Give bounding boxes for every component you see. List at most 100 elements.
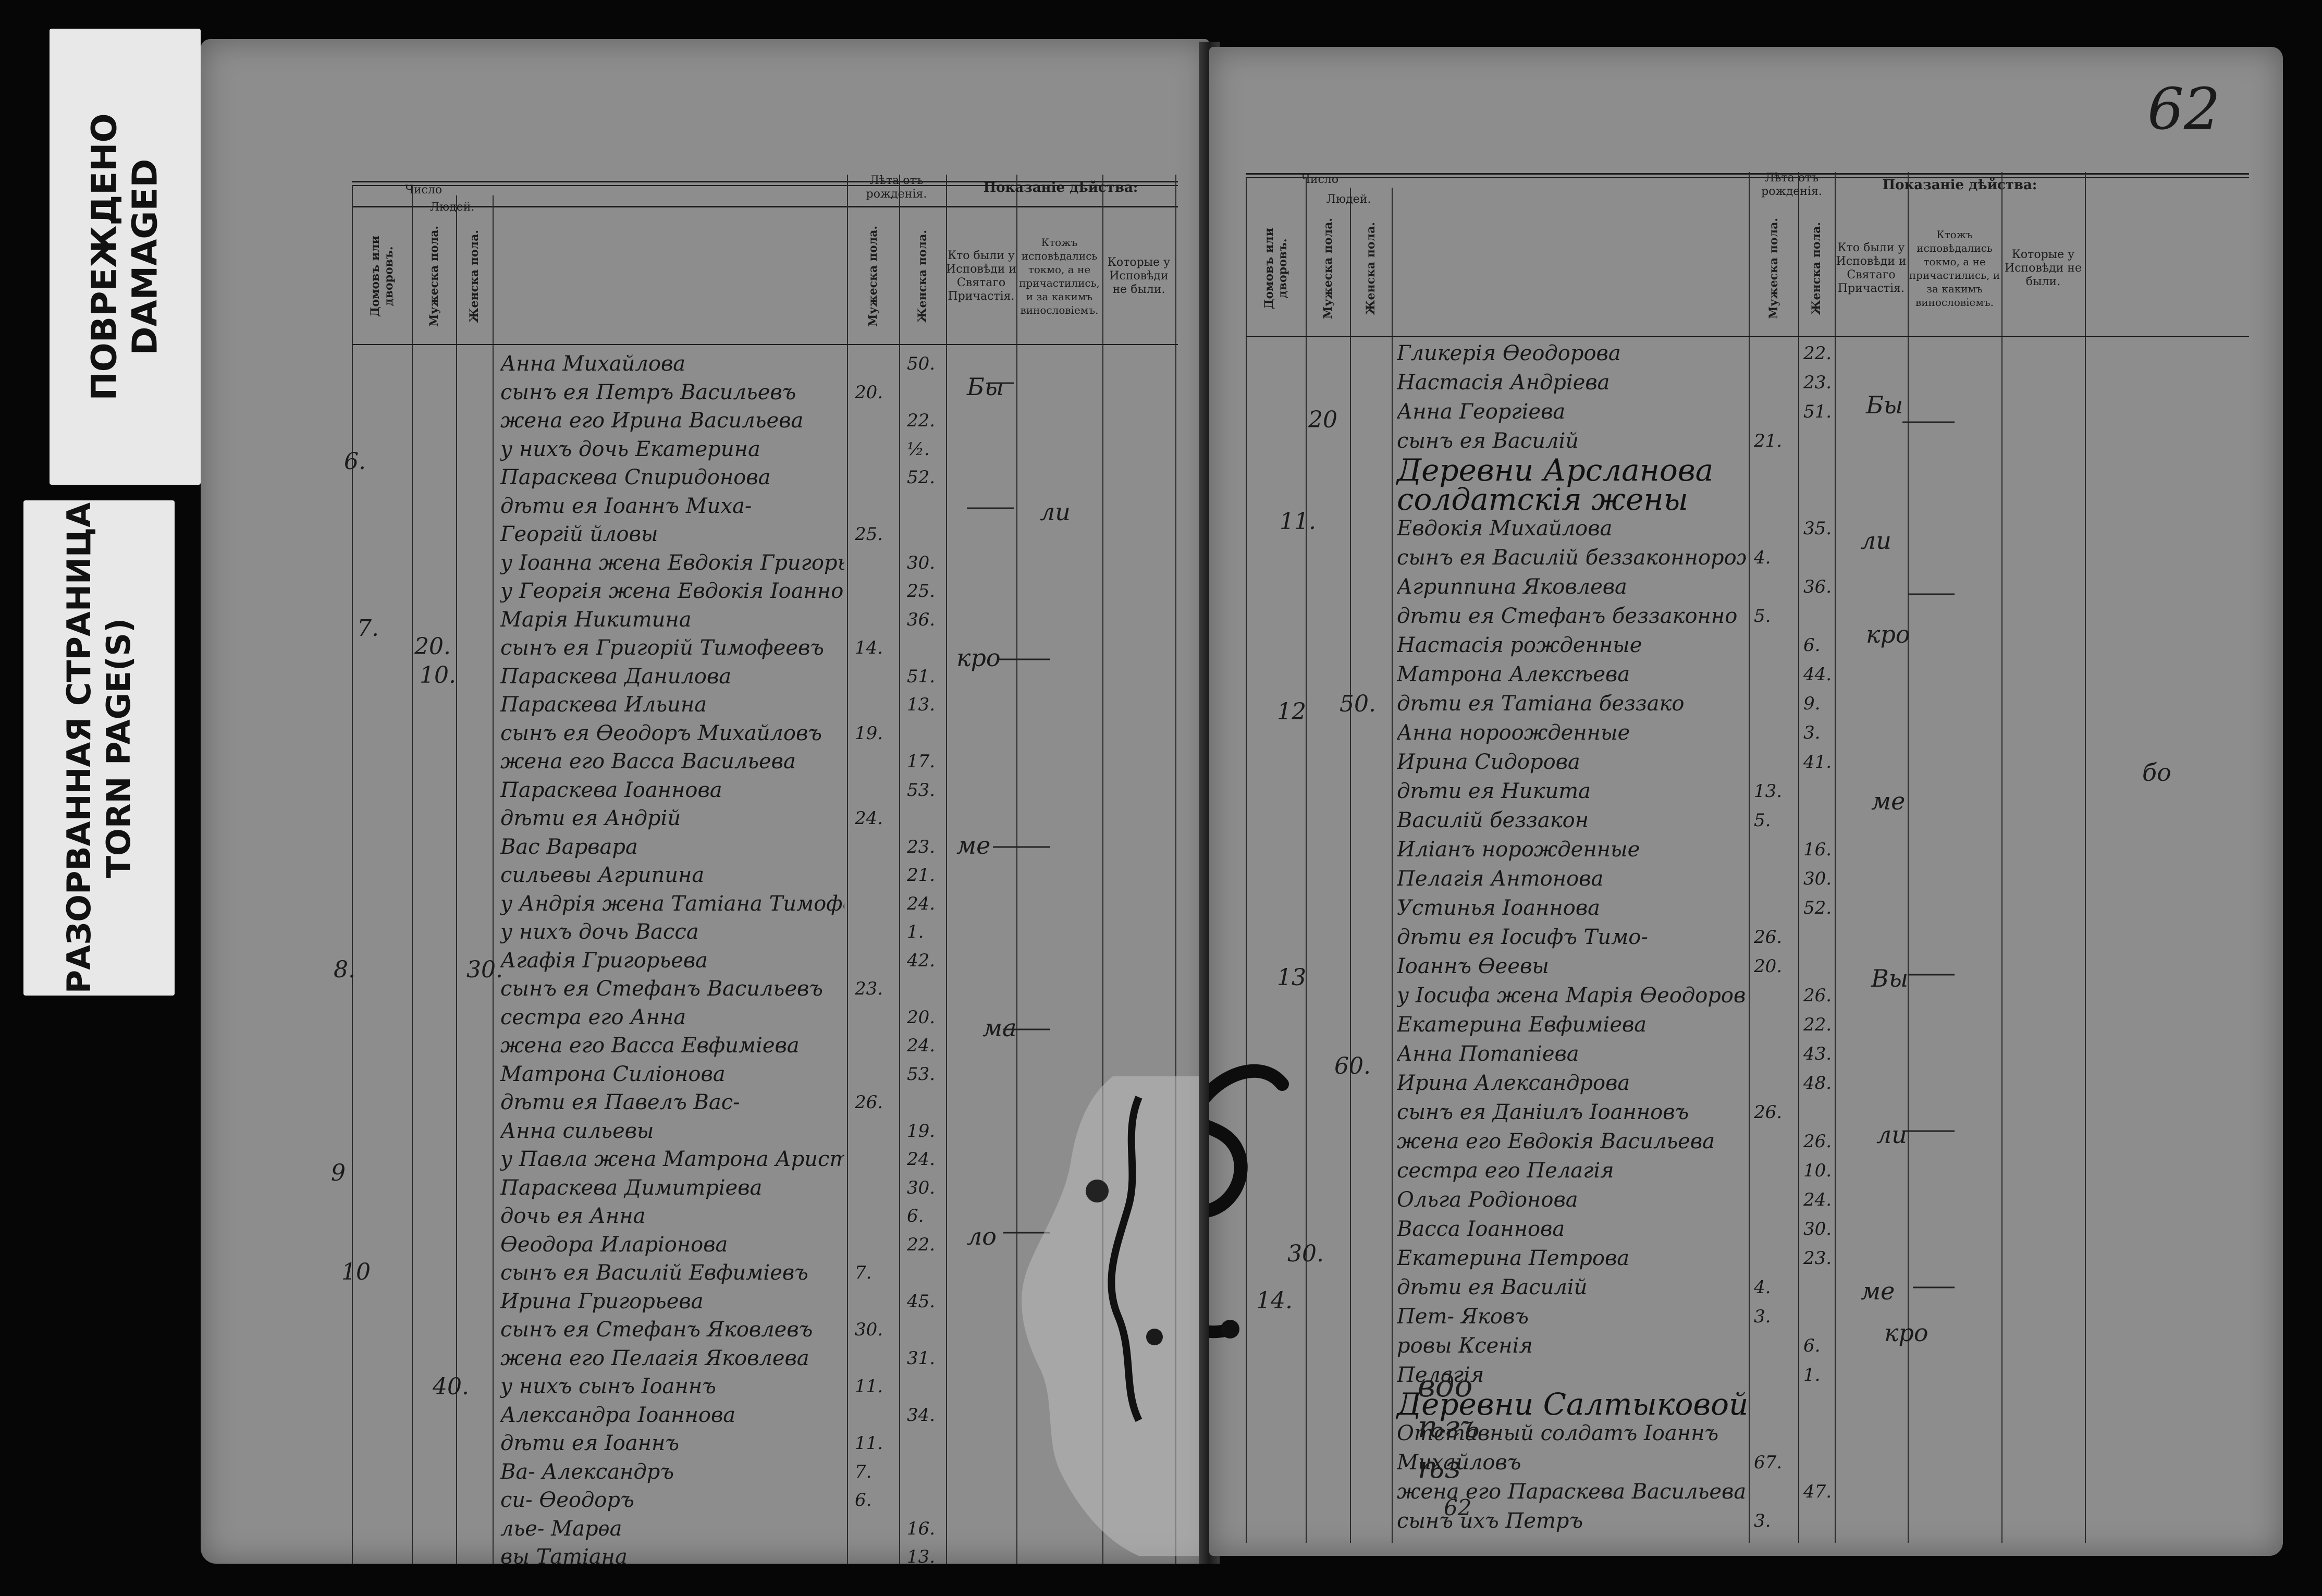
person-name: Анна Михайлова — [500, 352, 686, 376]
female-age: 35. — [1803, 518, 1832, 539]
person-name: у Павла жена Матрона Аристархова — [500, 1147, 844, 1171]
person-name: Параскева Ильина — [500, 693, 707, 717]
female-age: 16. — [1803, 839, 1832, 860]
ledger-row: солдатскія жены — [1209, 482, 2283, 517]
person-name: Анна нороожденные — [1397, 721, 1630, 745]
header-col1: Кто были у Исповѣди и Святаго Причастія. — [1836, 241, 1907, 295]
confession-mark: ли — [1876, 1121, 1907, 1149]
left-house-number: 6. — [344, 448, 366, 475]
female-age: 20. — [907, 1006, 936, 1028]
confession-mark: кро — [956, 644, 1001, 672]
dash-lines — [967, 382, 1050, 1234]
confession-mark: ло — [967, 1222, 997, 1250]
right-male-count: 20 — [1308, 407, 1337, 433]
right-house-number: 11. — [1280, 508, 1316, 535]
header-leta: Лѣта отъ рожденія. — [866, 174, 927, 201]
person-name: Вас Варвара — [500, 834, 638, 859]
ledger-row: Анна сильевы 19. — [201, 1116, 1209, 1146]
male-age: 3. — [1754, 1306, 1771, 1327]
male-age: 7. — [855, 1461, 872, 1482]
person-name: сынъ ихъ Петръ — [1397, 1509, 1583, 1533]
person-name: Васса Іоаннова — [1397, 1217, 1565, 1241]
village-heading: солдатскія жены — [1397, 482, 1688, 517]
person-name: Екатерина Петрова — [1397, 1246, 1630, 1270]
left-house-number: 7. — [357, 615, 379, 642]
left-house-number: 8. — [334, 956, 355, 983]
person-name: сынъ ея Өеодоръ Михайловъ — [500, 721, 822, 745]
left-female-count: 20. — [414, 633, 451, 660]
person-name: лье- Марѳа — [500, 1516, 622, 1541]
person-name: Анна сильевы — [500, 1119, 654, 1143]
header-chislo: Число — [404, 183, 443, 197]
female-age: 36. — [907, 609, 936, 630]
right-house-number: 14. — [1256, 1287, 1293, 1314]
female-age: 26. — [1803, 985, 1832, 1006]
female-age: 16. — [907, 1518, 936, 1539]
person-name: жена его Евдокія Васильева — [1397, 1130, 1715, 1153]
person-name: Ирина Александрова — [1397, 1071, 1630, 1095]
male-age: 26. — [855, 1092, 883, 1113]
header-col1: Кто были у Исповѣди и Святаго Причастія. — [946, 249, 1016, 303]
left-table-header: Число Людей. Домовъ или дворовъ. Мужеска… — [201, 39, 1209, 1564]
ledger-row: Марія Никитина 36. — [201, 605, 1209, 634]
female-age: 53. — [907, 1063, 936, 1085]
person-name: сынъ ея Григорій Тимофеевъ — [500, 636, 824, 660]
right-house-number: 12 — [1277, 698, 1306, 725]
ledger-row: у Павла жена Матрона Аристархова24. — [201, 1145, 1209, 1174]
female-age: 30. — [907, 552, 936, 573]
female-age: 17. — [907, 751, 936, 772]
male-age: 7. — [855, 1262, 872, 1283]
person-name: у нихъ сынъ Іоаннъ — [500, 1374, 716, 1398]
torn-label-en: TORN PAGE(S) — [100, 618, 138, 878]
village-heading: Деревни Салтыковой — [1397, 1386, 1749, 1422]
person-name: Марія Никитина — [500, 607, 692, 632]
person-name: Агриппина Яковлева — [1397, 575, 1627, 599]
person-name: жена его Васса Васильева — [500, 750, 796, 774]
left-male-count: 10. — [420, 662, 456, 689]
person-name: Гликерія Өеодорова — [1397, 341, 1621, 365]
person-name: Пелагія Антонова — [1397, 867, 1604, 891]
person-name: Өеодора Иларіонова — [500, 1232, 728, 1257]
right-table-header: Число Людей. Домовъ или дворовъ. Мужеска… — [1209, 47, 2283, 1543]
signature: 62 — [1444, 1495, 1472, 1520]
ledger-row: сынъ ея Василій беззаконнорожд.4. — [1209, 543, 2283, 572]
female-age: 19. — [907, 1120, 936, 1141]
header-col3: Которые у Исповѣди не были. — [1107, 256, 1171, 296]
female-age: 52. — [1803, 898, 1832, 918]
ledger-row: Отставный солдатъ Іоаннъ — [1209, 1419, 2283, 1448]
male-age: 20. — [1754, 956, 1783, 977]
signature: ѣгъ — [1418, 1409, 1480, 1444]
person-name: дѣти ея Іоаннъ — [500, 1431, 680, 1455]
signature: ѣз — [1418, 1450, 1461, 1485]
male-age: 5. — [1754, 606, 1771, 627]
female-age: 23. — [1803, 1248, 1832, 1269]
ledger-row: лье- Марѳа 16. — [201, 1514, 1209, 1543]
person-name: дѣти ея Іосифъ Тимо- — [1397, 925, 1648, 949]
female-age: 26. — [1803, 1131, 1832, 1152]
ledger-row: Екатерина Петрова 23. — [1209, 1244, 2283, 1273]
header-leta: Лѣта отъ рожденія. — [1761, 171, 1822, 198]
person-name: сынъ ея Василій — [1397, 429, 1579, 453]
torn-label-ru: РАЗОРВАННАЯ СТРАНИЦА — [60, 502, 99, 994]
person-name: у нихъ дочь Васса — [500, 920, 699, 944]
